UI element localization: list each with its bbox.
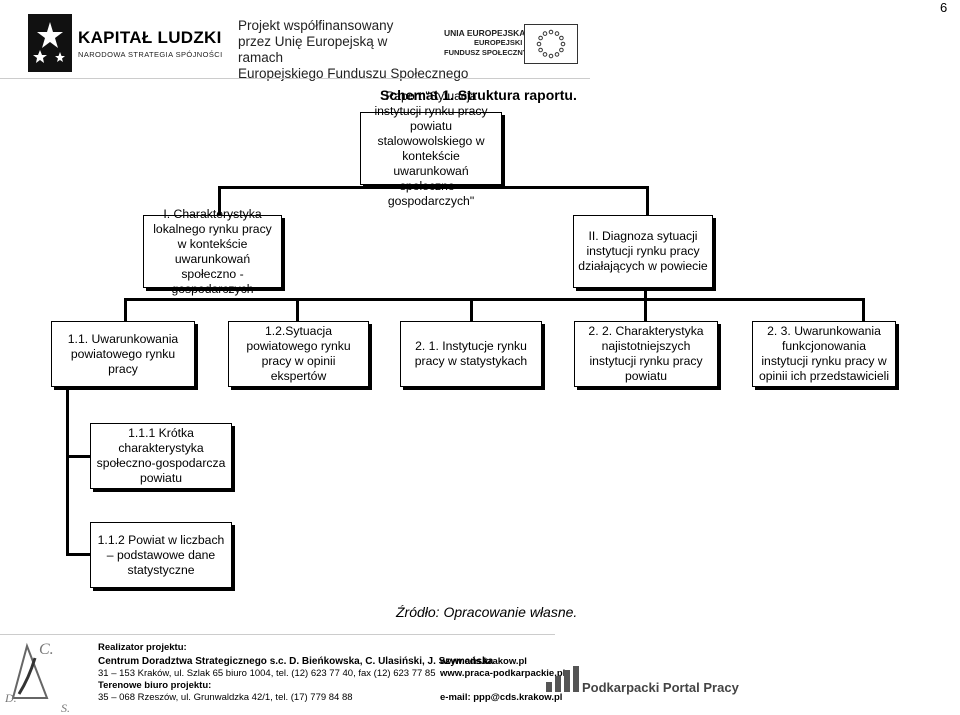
kl-subtitle: NARODOWA STRATEGIA SPÓJNOŚCI (78, 50, 223, 59)
header-divider (0, 78, 590, 79)
connector (646, 186, 649, 216)
project-line-3: Europejskiego Funduszu Społecznego (238, 66, 469, 81)
kapital-ludzki-logo: KAPITAŁ LUDZKI NARODOWA STRATEGIA SPÓJNO… (28, 14, 228, 72)
office-label: Terenowe biuro projektu: (98, 680, 212, 691)
report-root-node: Raport "Sytuacja instytucji rynku pracy … (360, 89, 502, 208)
email-link[interactable]: e-mail: ppp@cds.krakow.pl (440, 692, 563, 703)
office-address: 35 – 068 Rzeszów, ul. Grunwaldzka 42/1, … (98, 692, 353, 703)
project-cofinanced-text: Projekt współfinansowany przez Unię Euro… (238, 18, 469, 82)
section-2-node: II. Diagnoza sytuacji instytucji rynku p… (573, 215, 713, 288)
portal-chart-icon (546, 666, 579, 692)
node-2-2: 2. 2. Charakterystyka najistotniejszych … (574, 321, 718, 387)
node-1-1-1: 1.1.1 Krótka charakterystyka społeczno-g… (90, 423, 232, 489)
node-1-1-2: 1.1.2 Powiat w liczbach – podstawowe dan… (90, 522, 232, 588)
connector (66, 553, 90, 556)
footer-divider (0, 634, 555, 635)
section-1-node: I. Charakterystyka lokalnego rynku pracy… (143, 207, 282, 296)
praca-url-link[interactable]: www.praca-podkarpackie.pl (440, 668, 566, 679)
realizator-label: Realizator projektu: (98, 642, 187, 653)
diagram-heading: Schemat 1. Struktura raportu. (380, 87, 577, 103)
node-2-1: 2. 1. Instytucje rynku pracy w statystyk… (400, 321, 542, 387)
connector (124, 298, 127, 322)
connector (124, 298, 864, 301)
connector (470, 298, 473, 322)
cds-letter-c: C. (39, 641, 54, 658)
source-note: Źródło: Opracowanie własne. (396, 604, 578, 620)
eu-flag-icon (524, 24, 578, 64)
eu-line-3: FUNDUSZ SPOŁECZNY (444, 48, 528, 57)
realizator-name: Centrum Doradztwa Strategicznego s.c. D.… (98, 656, 494, 667)
connector (218, 186, 648, 189)
node-1-2: 1.2.Sytuacja powiatowego rynku pracy w o… (228, 321, 369, 387)
realizator-address: 31 – 153 Kraków, ul. Szlak 65 biuro 1004… (98, 668, 436, 679)
connector (296, 298, 299, 322)
connector (66, 455, 90, 458)
connector (862, 298, 865, 322)
kl-title: KAPITAŁ LUDZKI (78, 28, 222, 47)
project-line-2: przez Unię Europejską w ramach (238, 34, 388, 65)
eu-line-1: UNIA EUROPEJSKA (444, 28, 526, 38)
cds-letter-d: D. (5, 691, 17, 705)
connector (218, 186, 221, 216)
stars-icon (28, 14, 72, 72)
eu-logo-text: UNIA EUROPEJSKA EUROPEJSKI FUNDUSZ SPOŁE… (444, 28, 528, 58)
cds-letter-s: S. (61, 701, 70, 713)
cds-logo-icon: C. D. S. (5, 641, 70, 713)
portal-name: Podkarpacki Portal Pracy (582, 680, 739, 695)
node-1-1: 1.1. Uwarunkowania powiatowego rynku pra… (51, 321, 195, 387)
page-number: 6 (940, 0, 948, 15)
connector (644, 290, 647, 322)
project-line-1: Projekt współfinansowany (238, 18, 394, 33)
eu-line-2: EUROPEJSKI (474, 38, 523, 47)
node-2-3: 2. 3. Uwarunkowania funkcjonowania insty… (752, 321, 896, 387)
connector (66, 386, 69, 556)
cds-url-link[interactable]: www.cds.krakow.pl (440, 656, 527, 667)
